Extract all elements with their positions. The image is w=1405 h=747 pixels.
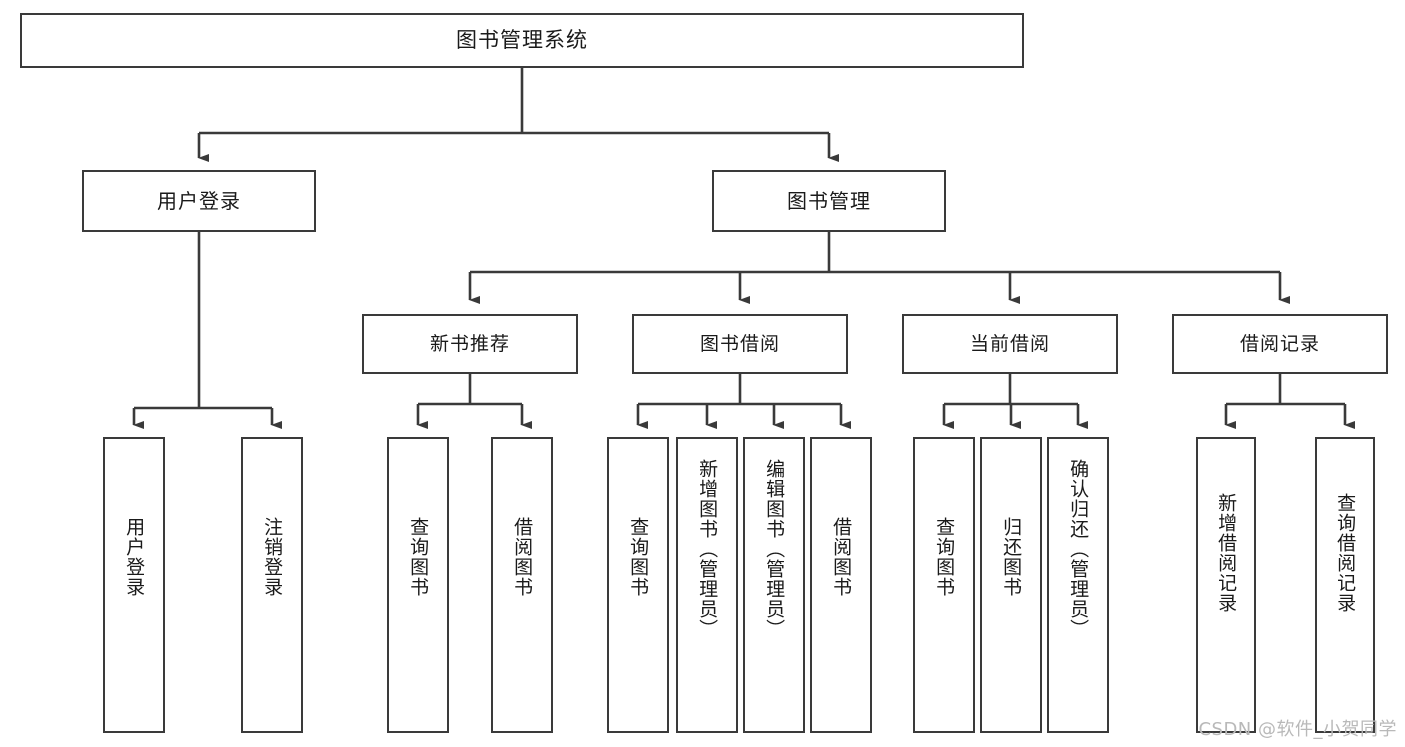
leaf-user-login-logout[interactable]: 注销登录 [241,437,303,733]
node-label: 用户登录 [157,189,241,213]
node-label: 图书借阅 [699,332,780,355]
node-label: 编辑图书（管理员） [763,459,786,639]
node-label: 注销登录 [261,517,284,597]
node-book-borrow[interactable]: 图书借阅 [632,314,848,374]
leaf-new-book-query-books[interactable]: 查询图书 [387,437,449,733]
node-borrow-record[interactable]: 借阅记录 [1172,314,1388,374]
node-label: 查询图书 [933,517,956,597]
node-current-borrow[interactable]: 当前借阅 [902,314,1118,374]
leaf-borrow-record-query-record[interactable]: 查询借阅记录 [1315,437,1375,733]
leaf-current-borrow-query-books[interactable]: 查询图书 [913,437,975,733]
leaf-book-borrow-edit-book-admin[interactable]: 编辑图书（管理员） [743,437,805,733]
node-user-login[interactable]: 用户登录 [82,170,316,232]
node-label: 查询图书 [627,517,650,597]
leaf-new-book-borrow-books[interactable]: 借阅图书 [491,437,553,733]
node-label: 新增借阅记录 [1215,493,1238,613]
node-label: 确认归还（管理员） [1067,459,1090,639]
node-label: 借阅图书 [830,517,853,597]
node-root-book-management-system[interactable]: 图书管理系统 [20,13,1024,68]
leaf-borrow-record-add-record[interactable]: 新增借阅记录 [1196,437,1256,733]
node-label: 查询图书 [407,517,430,597]
leaf-book-borrow-query-books[interactable]: 查询图书 [607,437,669,733]
node-label: 用户登录 [123,517,146,597]
node-label: 图书管理系统 [456,27,588,52]
leaf-book-borrow-add-book-admin[interactable]: 新增图书（管理员） [676,437,738,733]
node-book-management[interactable]: 图书管理 [712,170,946,232]
node-label: 归还图书 [1000,517,1023,597]
node-label: 图书管理 [787,189,871,213]
node-label: 借阅记录 [1239,332,1320,355]
leaf-current-borrow-confirm-return-admin[interactable]: 确认归还（管理员） [1047,437,1109,733]
node-label: 借阅图书 [511,517,534,597]
leaf-current-borrow-return-books[interactable]: 归还图书 [980,437,1042,733]
node-new-book-recommend[interactable]: 新书推荐 [362,314,578,374]
leaf-book-borrow-borrow-books[interactable]: 借阅图书 [810,437,872,733]
node-label: 查询借阅记录 [1334,493,1357,613]
node-label: 当前借阅 [969,332,1050,355]
leaf-user-login-login[interactable]: 用户登录 [103,437,165,733]
node-label: 新增图书（管理员） [696,459,719,639]
watermark-text: CSDN @软件_小贺同学 [1198,719,1397,740]
node-label: 新书推荐 [429,332,510,355]
